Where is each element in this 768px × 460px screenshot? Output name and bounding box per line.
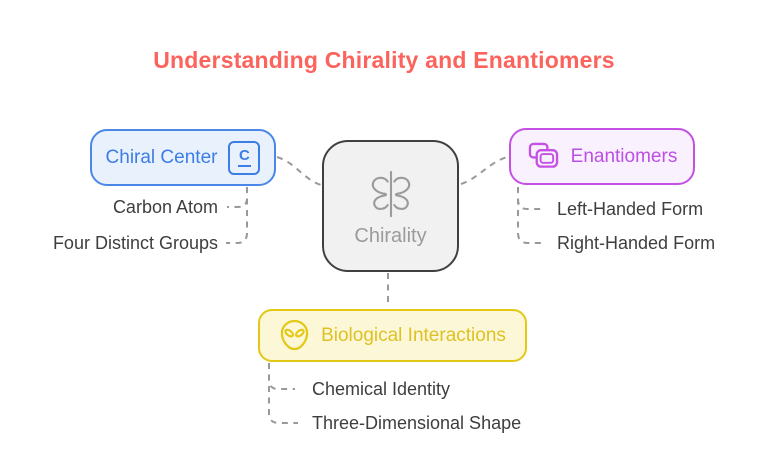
carbon-element-icon: C [228, 140, 261, 175]
node-biological-interactions[interactable]: Biological Interactions [258, 309, 527, 362]
node-biological-interactions-label: Biological Interactions [321, 324, 506, 346]
child-label-chemical-identity: Chemical Identity [312, 379, 451, 399]
copy-stack-icon [528, 142, 558, 168]
connector-to-three-dimensional-shape [268, 363, 298, 424]
carbon-letter: C [238, 148, 251, 167]
alien-face-icon [280, 319, 309, 351]
child-label-carbon-atom: Carbon Atom [112, 197, 218, 217]
node-chirality[interactable]: Chirality [322, 140, 459, 272]
node-chirality-label: Chirality [354, 225, 427, 247]
child-label-four-distinct-groups: Four Distinct Groups [52, 233, 218, 253]
connector-to-left-handed-form [517, 187, 541, 210]
node-chiral-center-label: Chiral Center [105, 146, 218, 168]
node-enantiomers-label: Enantiomers [570, 145, 678, 167]
connector-to-right-handed-form [517, 187, 543, 244]
diagram-title: Understanding Chirality and Enantiomers [153, 47, 615, 73]
node-enantiomers[interactable]: Enantiomers [509, 128, 695, 185]
connector-to-carbon-atom [227, 187, 248, 208]
connector-to-four-distinct-groups [226, 187, 248, 244]
connector-to-chemical-identity [268, 363, 295, 390]
child-label-left-handed-form: Left-Handed Form [557, 199, 704, 219]
connector-chirality-to-enantiomers [460, 156, 508, 185]
butterfly-mirror-icon [371, 170, 410, 218]
child-label-three-dimensional-shape: Three-Dimensional Shape [312, 413, 522, 433]
child-label-right-handed-form: Right-Handed Form [557, 233, 716, 253]
connector-chiral-center-to-chirality [276, 156, 322, 186]
node-chiral-center[interactable]: Chiral Center C [90, 129, 276, 186]
